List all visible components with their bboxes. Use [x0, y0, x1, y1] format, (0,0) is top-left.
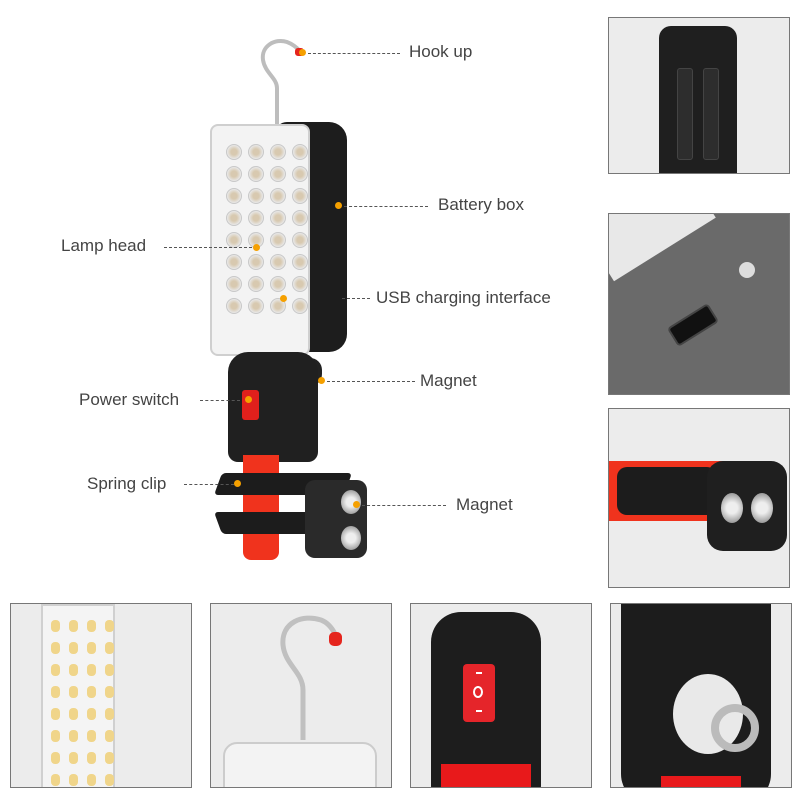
- indicator-led: [739, 262, 755, 278]
- black-grip: [617, 467, 717, 515]
- callout-magnet-upper: Magnet: [420, 371, 477, 390]
- lamp-head: [210, 124, 310, 356]
- usb-port-icon: [666, 302, 720, 348]
- callout-dot-magnet-lower: [353, 501, 360, 508]
- callout-usb-charging-interface: USB charging interface: [376, 288, 551, 307]
- callout-hook-up: Hook up: [409, 42, 473, 61]
- callout-line-magnet-lower: [362, 505, 446, 506]
- callout-line-clip: [184, 484, 234, 485]
- callout-magnet-lower: Magnet: [456, 495, 513, 514]
- red-stem: [243, 455, 279, 560]
- lamp-edge: [609, 214, 716, 282]
- detail-panel-eye-bolt: [610, 603, 792, 788]
- callout-dot-battery: [335, 202, 342, 209]
- callout-line-hook: [308, 53, 400, 54]
- detail-panel-battery-compartment: [608, 17, 790, 174]
- callout-dot-hook: [299, 49, 306, 56]
- callout-dot-lamp: [253, 244, 260, 251]
- callout-power-switch: Power switch: [79, 390, 180, 409]
- callout-line-usb: [342, 298, 370, 299]
- led-array: [41, 604, 115, 787]
- callout-lamp-head: Lamp head: [61, 236, 147, 255]
- magnet-end-cap: [707, 461, 787, 551]
- detail-panel-magnet-end: [608, 408, 790, 588]
- callout-line-lamp: [164, 247, 252, 248]
- eye-bolt-icon: [711, 704, 759, 752]
- callout-line-magnet: [327, 381, 415, 382]
- magnet-head: [305, 480, 367, 558]
- callout-spring-clip: Spring clip: [87, 474, 167, 493]
- detail-panel-hook: [210, 603, 392, 788]
- callout-line-power: [200, 400, 240, 401]
- callout-dot-magnet: [318, 377, 325, 384]
- detail-panel-power-switch: [410, 603, 592, 788]
- callout-dot-usb: [280, 295, 287, 302]
- red-base: [441, 764, 531, 787]
- callout-battery-box: Battery box: [438, 195, 524, 214]
- callout-line-battery: [344, 206, 428, 207]
- hook-icon: [280, 615, 342, 740]
- detail-panel-led-array: [10, 603, 192, 788]
- lamp-top: [223, 742, 377, 787]
- power-switch-graphic: [242, 390, 259, 420]
- battery-compartment: [659, 26, 737, 173]
- detail-panel-usb-port: [608, 213, 790, 395]
- hook-graphic: [260, 39, 303, 128]
- callout-dot-power: [245, 396, 252, 403]
- rocker-switch-icon: [463, 664, 495, 722]
- red-base: [661, 776, 741, 787]
- callout-dot-clip: [234, 480, 241, 487]
